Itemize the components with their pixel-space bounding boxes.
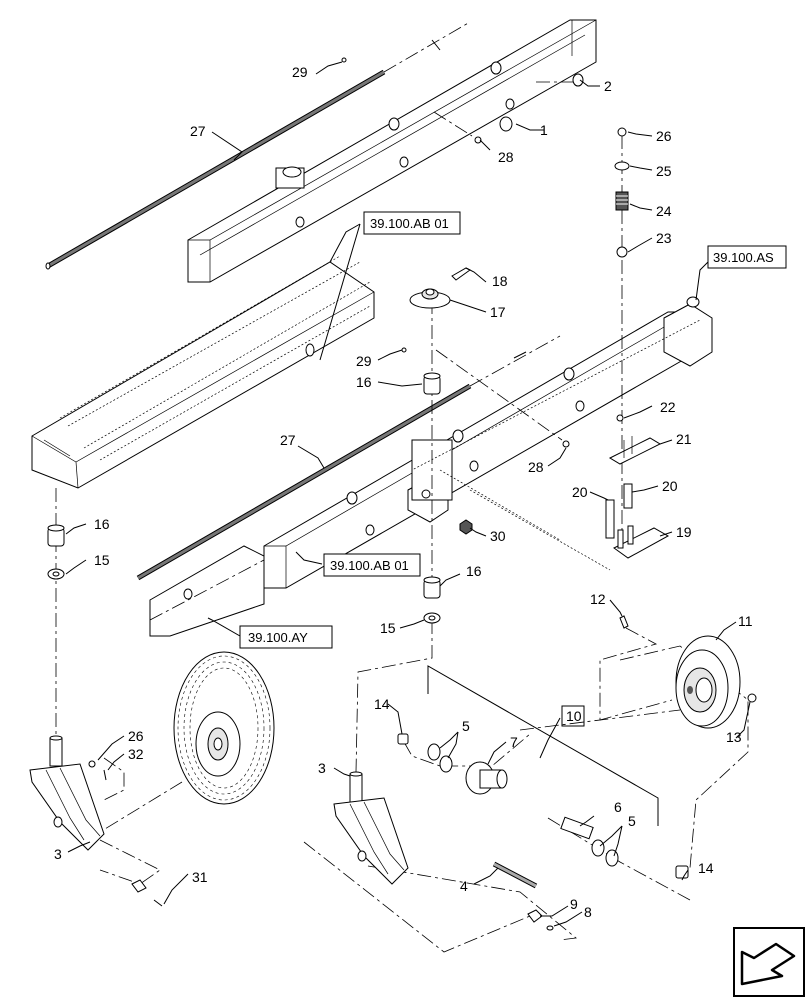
reference-39-100-as[interactable]: 39.100.AS bbox=[713, 250, 774, 265]
callout-12: 12 bbox=[590, 591, 606, 607]
reference-39-100-ay[interactable]: 39.100.AY bbox=[248, 630, 308, 645]
callout-16: 16 bbox=[94, 516, 110, 532]
callout-10: 10 bbox=[566, 708, 582, 724]
callout-16: 16 bbox=[466, 563, 482, 579]
callout-6: 6 bbox=[614, 799, 622, 815]
callout-28: 28 bbox=[528, 459, 544, 475]
callout-16: 16 bbox=[356, 374, 372, 390]
reference-39-100-ab-01-mid[interactable]: 39.100.AB 01 bbox=[330, 558, 409, 573]
tire bbox=[173, 651, 275, 805]
shaft-lower bbox=[136, 383, 472, 581]
callout-20: 20 bbox=[662, 478, 678, 494]
callout-15: 15 bbox=[380, 620, 396, 636]
callout-numbers: 29 27 1 2 28 26 25 24 23 18 17 29 16 27 … bbox=[54, 64, 753, 920]
callout-14: 14 bbox=[374, 696, 390, 712]
callout-21: 21 bbox=[676, 431, 692, 447]
callout-13: 13 bbox=[726, 729, 742, 745]
leader-lines bbox=[65, 61, 751, 927]
shaft-upper bbox=[45, 69, 386, 270]
reference-39-100-ab-01-top[interactable]: 39.100.AB 01 bbox=[370, 216, 449, 231]
callout-26: 26 bbox=[656, 128, 672, 144]
callout-4: 4 bbox=[460, 878, 468, 894]
left-frame-beam bbox=[31, 255, 375, 489]
callout-28: 28 bbox=[498, 149, 514, 165]
callout-7: 7 bbox=[510, 734, 518, 750]
callout-14: 14 bbox=[698, 860, 714, 876]
callout-32: 32 bbox=[128, 746, 144, 762]
callout-3: 3 bbox=[318, 760, 326, 776]
callout-17: 17 bbox=[490, 304, 506, 320]
callout-31: 31 bbox=[192, 869, 208, 885]
reference-boxes: 39.100.AB 01 39.100.AS 39.100.AB 01 39.1… bbox=[239, 211, 787, 649]
callout-11: 11 bbox=[738, 613, 753, 629]
callout-5: 5 bbox=[628, 813, 636, 829]
callout-18: 18 bbox=[492, 273, 508, 289]
callout-27: 27 bbox=[280, 432, 296, 448]
callout-22: 22 bbox=[660, 399, 676, 415]
callout-29: 29 bbox=[292, 64, 308, 80]
callout-27: 27 bbox=[190, 123, 206, 139]
disc-wheel bbox=[675, 635, 741, 729]
callout-20: 20 bbox=[572, 484, 588, 500]
arrow-icon[interactable] bbox=[733, 927, 805, 997]
caster-fork-left bbox=[29, 735, 105, 851]
callout-19: 19 bbox=[676, 524, 692, 540]
callout-23: 23 bbox=[656, 230, 672, 246]
callout-30: 30 bbox=[490, 528, 506, 544]
callout-5: 5 bbox=[462, 718, 470, 734]
callout-29: 29 bbox=[356, 353, 372, 369]
callout-8: 8 bbox=[584, 904, 592, 920]
callout-9: 9 bbox=[570, 896, 578, 912]
callout-24: 24 bbox=[656, 203, 672, 219]
caster-fork-right bbox=[333, 771, 409, 885]
upper-frame-beam bbox=[187, 19, 597, 283]
callout-2: 2 bbox=[604, 78, 612, 94]
callout-26: 26 bbox=[128, 728, 144, 744]
callout-15: 15 bbox=[94, 552, 110, 568]
callout-1: 1 bbox=[540, 122, 548, 138]
assembly-10-bracket bbox=[427, 665, 659, 826]
callout-25: 25 bbox=[656, 163, 672, 179]
callout-3: 3 bbox=[54, 846, 62, 862]
